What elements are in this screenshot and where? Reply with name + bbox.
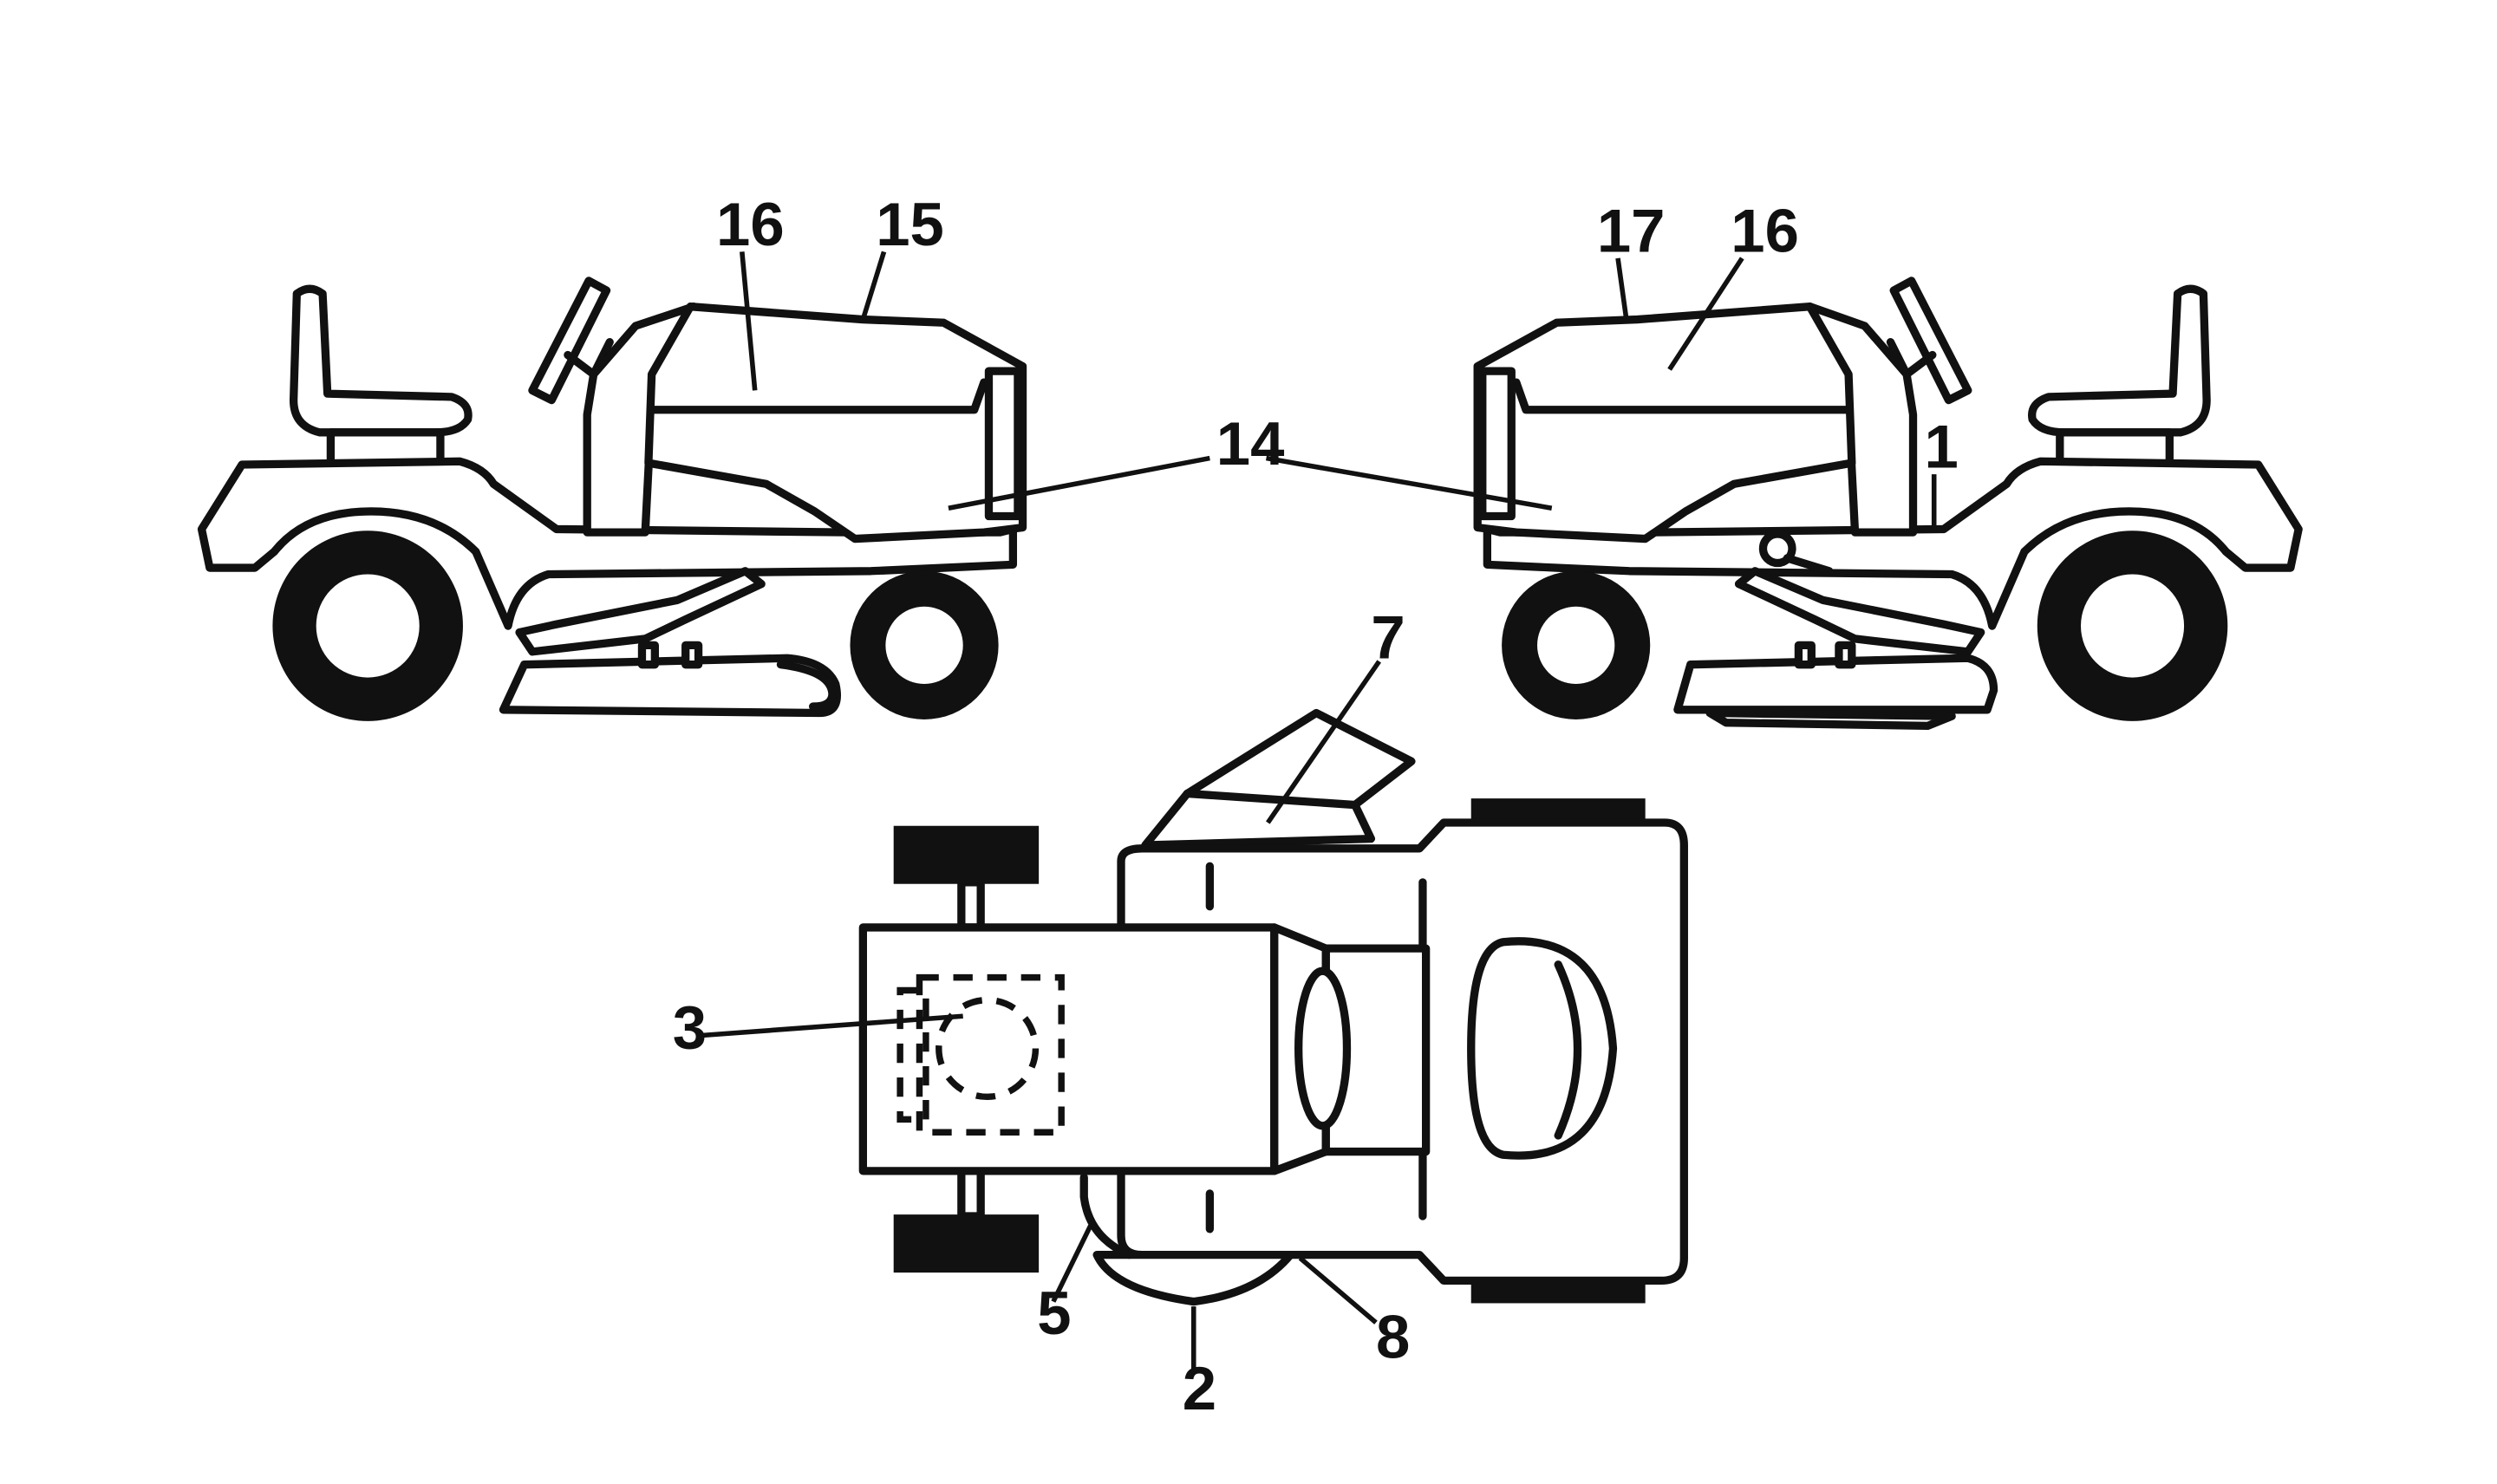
- callout-17: 17: [1597, 196, 1666, 264]
- callout-2: 2: [1183, 1354, 1216, 1422]
- callout-3: 3: [673, 993, 707, 1061]
- callout-8: 8: [1376, 1303, 1410, 1371]
- right-side-view-tractor: [1473, 277, 2303, 731]
- callout-16-left: 16: [716, 190, 785, 258]
- callout-5: 5: [1037, 1279, 1071, 1347]
- callout-7: 7: [1371, 602, 1405, 671]
- callout-labels: 16 15 14 17 16 1 7 3 5 8 2: [673, 190, 1959, 1422]
- left-side-view-tractor: [197, 277, 1027, 721]
- callout-1: 1: [1925, 413, 1959, 481]
- top-view-tractor: [858, 708, 1688, 1306]
- callout-leaders: [700, 251, 1937, 1375]
- callout-16-right: 16: [1731, 196, 1799, 264]
- callout-14: 14: [1216, 409, 1285, 478]
- callout-15: 15: [876, 190, 944, 258]
